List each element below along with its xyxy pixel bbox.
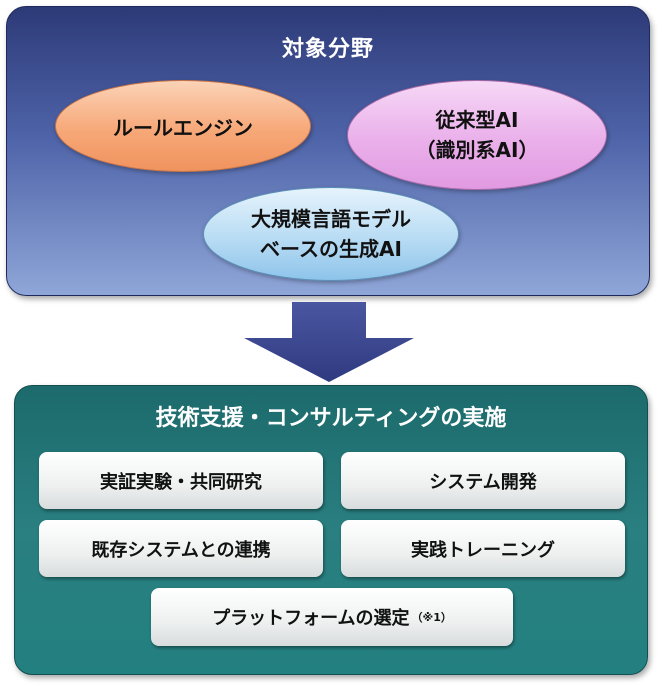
support-consulting-title: 技術支援・コンサルティングの実施 — [155, 406, 507, 431]
practical-training-box: 実践トレーニング — [341, 520, 625, 577]
system-development-label: システム開発 — [429, 471, 537, 493]
poc-joint-research-label: 実証実験・共同研究 — [100, 471, 262, 493]
system-development-box: システム開発 — [341, 452, 625, 509]
existing-system-integration-label: 既存システムとの連携 — [91, 539, 271, 561]
poc-joint-research-box: 実証実験・共同研究 — [39, 452, 323, 509]
target-fields-title: 対象分野 — [281, 37, 374, 62]
target-fields-panel: 対象分野 ルールエンジン 従来型AI （識別系AI） 大規模言語モデル ベースの… — [6, 6, 650, 296]
down-arrow-icon — [244, 302, 414, 382]
support-consulting-panel: 技術支援・コンサルティングの実施 実証実験・共同研究 システム開発 既存システム… — [14, 385, 648, 675]
existing-system-integration-box: 既存システムとの連携 — [39, 520, 323, 577]
practical-training-label: 実践トレーニング — [411, 539, 555, 561]
conventional-ai-label-line1: 従来型AI — [435, 108, 519, 132]
conventional-ai-ellipse: 従来型AI （識別系AI） — [347, 80, 607, 190]
llm-label-line2: ベースの生成AI — [260, 237, 402, 261]
llm-label-line1: 大規模言語モデル — [251, 207, 411, 231]
rule-engine-ellipse: ルールエンジン — [55, 80, 311, 172]
llm-generative-ai-ellipse: 大規模言語モデル ベースの生成AI — [203, 187, 459, 281]
rule-engine-label: ルールエンジン — [113, 115, 253, 140]
platform-selection-label: プラットフォームの選定 — [212, 608, 410, 629]
platform-selection-box: プラットフォームの選定 （※1） — [151, 588, 513, 646]
conventional-ai-label-line2: （識別系AI） — [415, 138, 539, 162]
footnote-mark: （※1） — [411, 611, 452, 624]
